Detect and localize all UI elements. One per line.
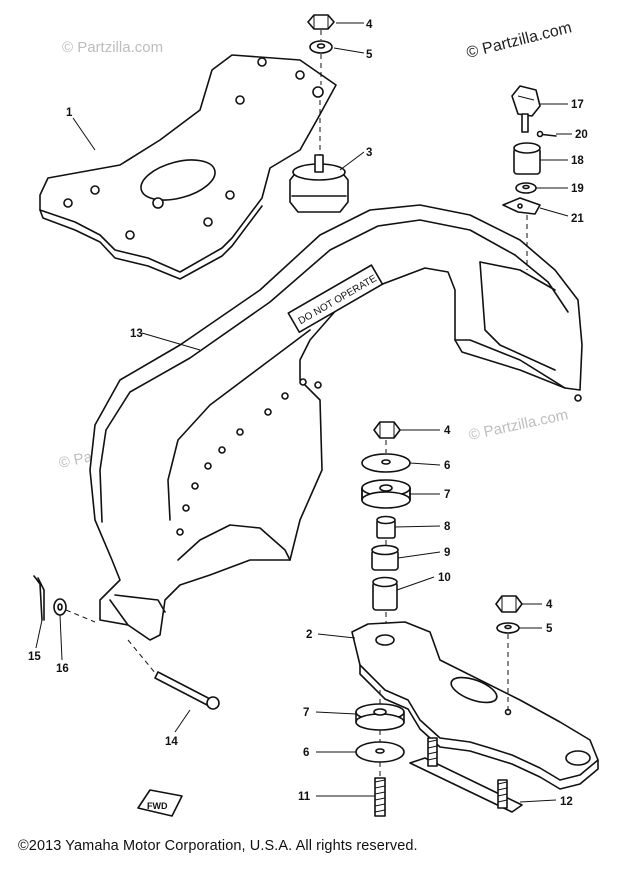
callout-7-center: 7 xyxy=(444,489,450,501)
part-5-washer-right xyxy=(496,622,520,712)
callout-6-center: 6 xyxy=(444,460,450,472)
watermark-main: © Partzilla.com xyxy=(465,19,574,62)
callout-2: 2 xyxy=(306,629,312,641)
part-8-collar xyxy=(376,515,396,539)
part-18-spacer xyxy=(513,142,541,175)
part-4-nut-center xyxy=(373,421,401,439)
part-14-pin xyxy=(127,639,220,710)
callout-16: 16 xyxy=(56,663,69,675)
fwd-direction-icon: FWD xyxy=(137,789,183,817)
callout-20: 20 xyxy=(575,129,588,141)
callout-18: 18 xyxy=(571,155,584,167)
part-6-washer-lower xyxy=(355,741,405,763)
callout-11: 11 xyxy=(298,791,311,803)
part-21-bracket xyxy=(502,197,541,270)
part-10-damper xyxy=(372,440,398,628)
part-11-stud xyxy=(374,690,386,817)
part-5-washer-top xyxy=(309,30,333,85)
callout-6-lower: 6 xyxy=(303,747,309,759)
callout-5: 5 xyxy=(366,49,373,61)
callout-10: 10 xyxy=(438,572,451,584)
callout-17: 17 xyxy=(571,99,584,111)
leader-lines xyxy=(35,22,572,803)
callout-7-lower: 7 xyxy=(303,707,309,719)
part-17-knob xyxy=(511,85,541,133)
callout-4-center: 4 xyxy=(444,425,451,437)
part-4-nut-top xyxy=(307,14,335,30)
callout-21: 21 xyxy=(571,213,584,225)
part-15-cotter-pin xyxy=(33,575,45,621)
part-20-pin xyxy=(536,130,557,138)
part-7-rubber-center xyxy=(361,479,411,509)
copyright-notice: ©2013 Yamaha Motor Corporation, U.S.A. A… xyxy=(18,838,418,854)
callout-numbers: 4 5 3 1 13 17 20 18 19 21 4 6 7 8 9 10 4… xyxy=(28,19,588,808)
callout-4: 4 xyxy=(366,19,373,31)
watermark-mid-right: © Partzilla.com xyxy=(467,406,569,444)
callout-12: 12 xyxy=(560,796,573,808)
callout-9: 9 xyxy=(444,547,450,559)
callout-15: 15 xyxy=(28,651,41,663)
callout-13: 13 xyxy=(130,328,143,340)
part-1-upper-plate xyxy=(39,54,337,280)
callout-14: 14 xyxy=(165,736,178,748)
watermark-top-left: © Partzilla.com xyxy=(62,39,163,56)
part-12-stud-plate xyxy=(409,737,523,813)
callout-19: 19 xyxy=(571,183,584,195)
fwd-label: FWD xyxy=(147,801,168,811)
part-9-bushing xyxy=(371,544,399,571)
callout-1: 1 xyxy=(66,107,73,119)
callout-4-right: 4 xyxy=(546,599,553,611)
part-6-washer-center xyxy=(361,453,411,473)
callout-3: 3 xyxy=(366,147,372,159)
part-3-rubber-mount xyxy=(289,100,349,213)
callout-8: 8 xyxy=(444,521,451,533)
part-13-shroud: DO NOT OPERATE xyxy=(89,204,583,641)
part-2-lower-bracket xyxy=(351,621,599,790)
part-19-washer xyxy=(515,182,537,194)
part-4-nut-right xyxy=(495,595,523,613)
part-7-rubber-lower xyxy=(355,703,405,731)
callout-5-right: 5 xyxy=(546,623,553,635)
